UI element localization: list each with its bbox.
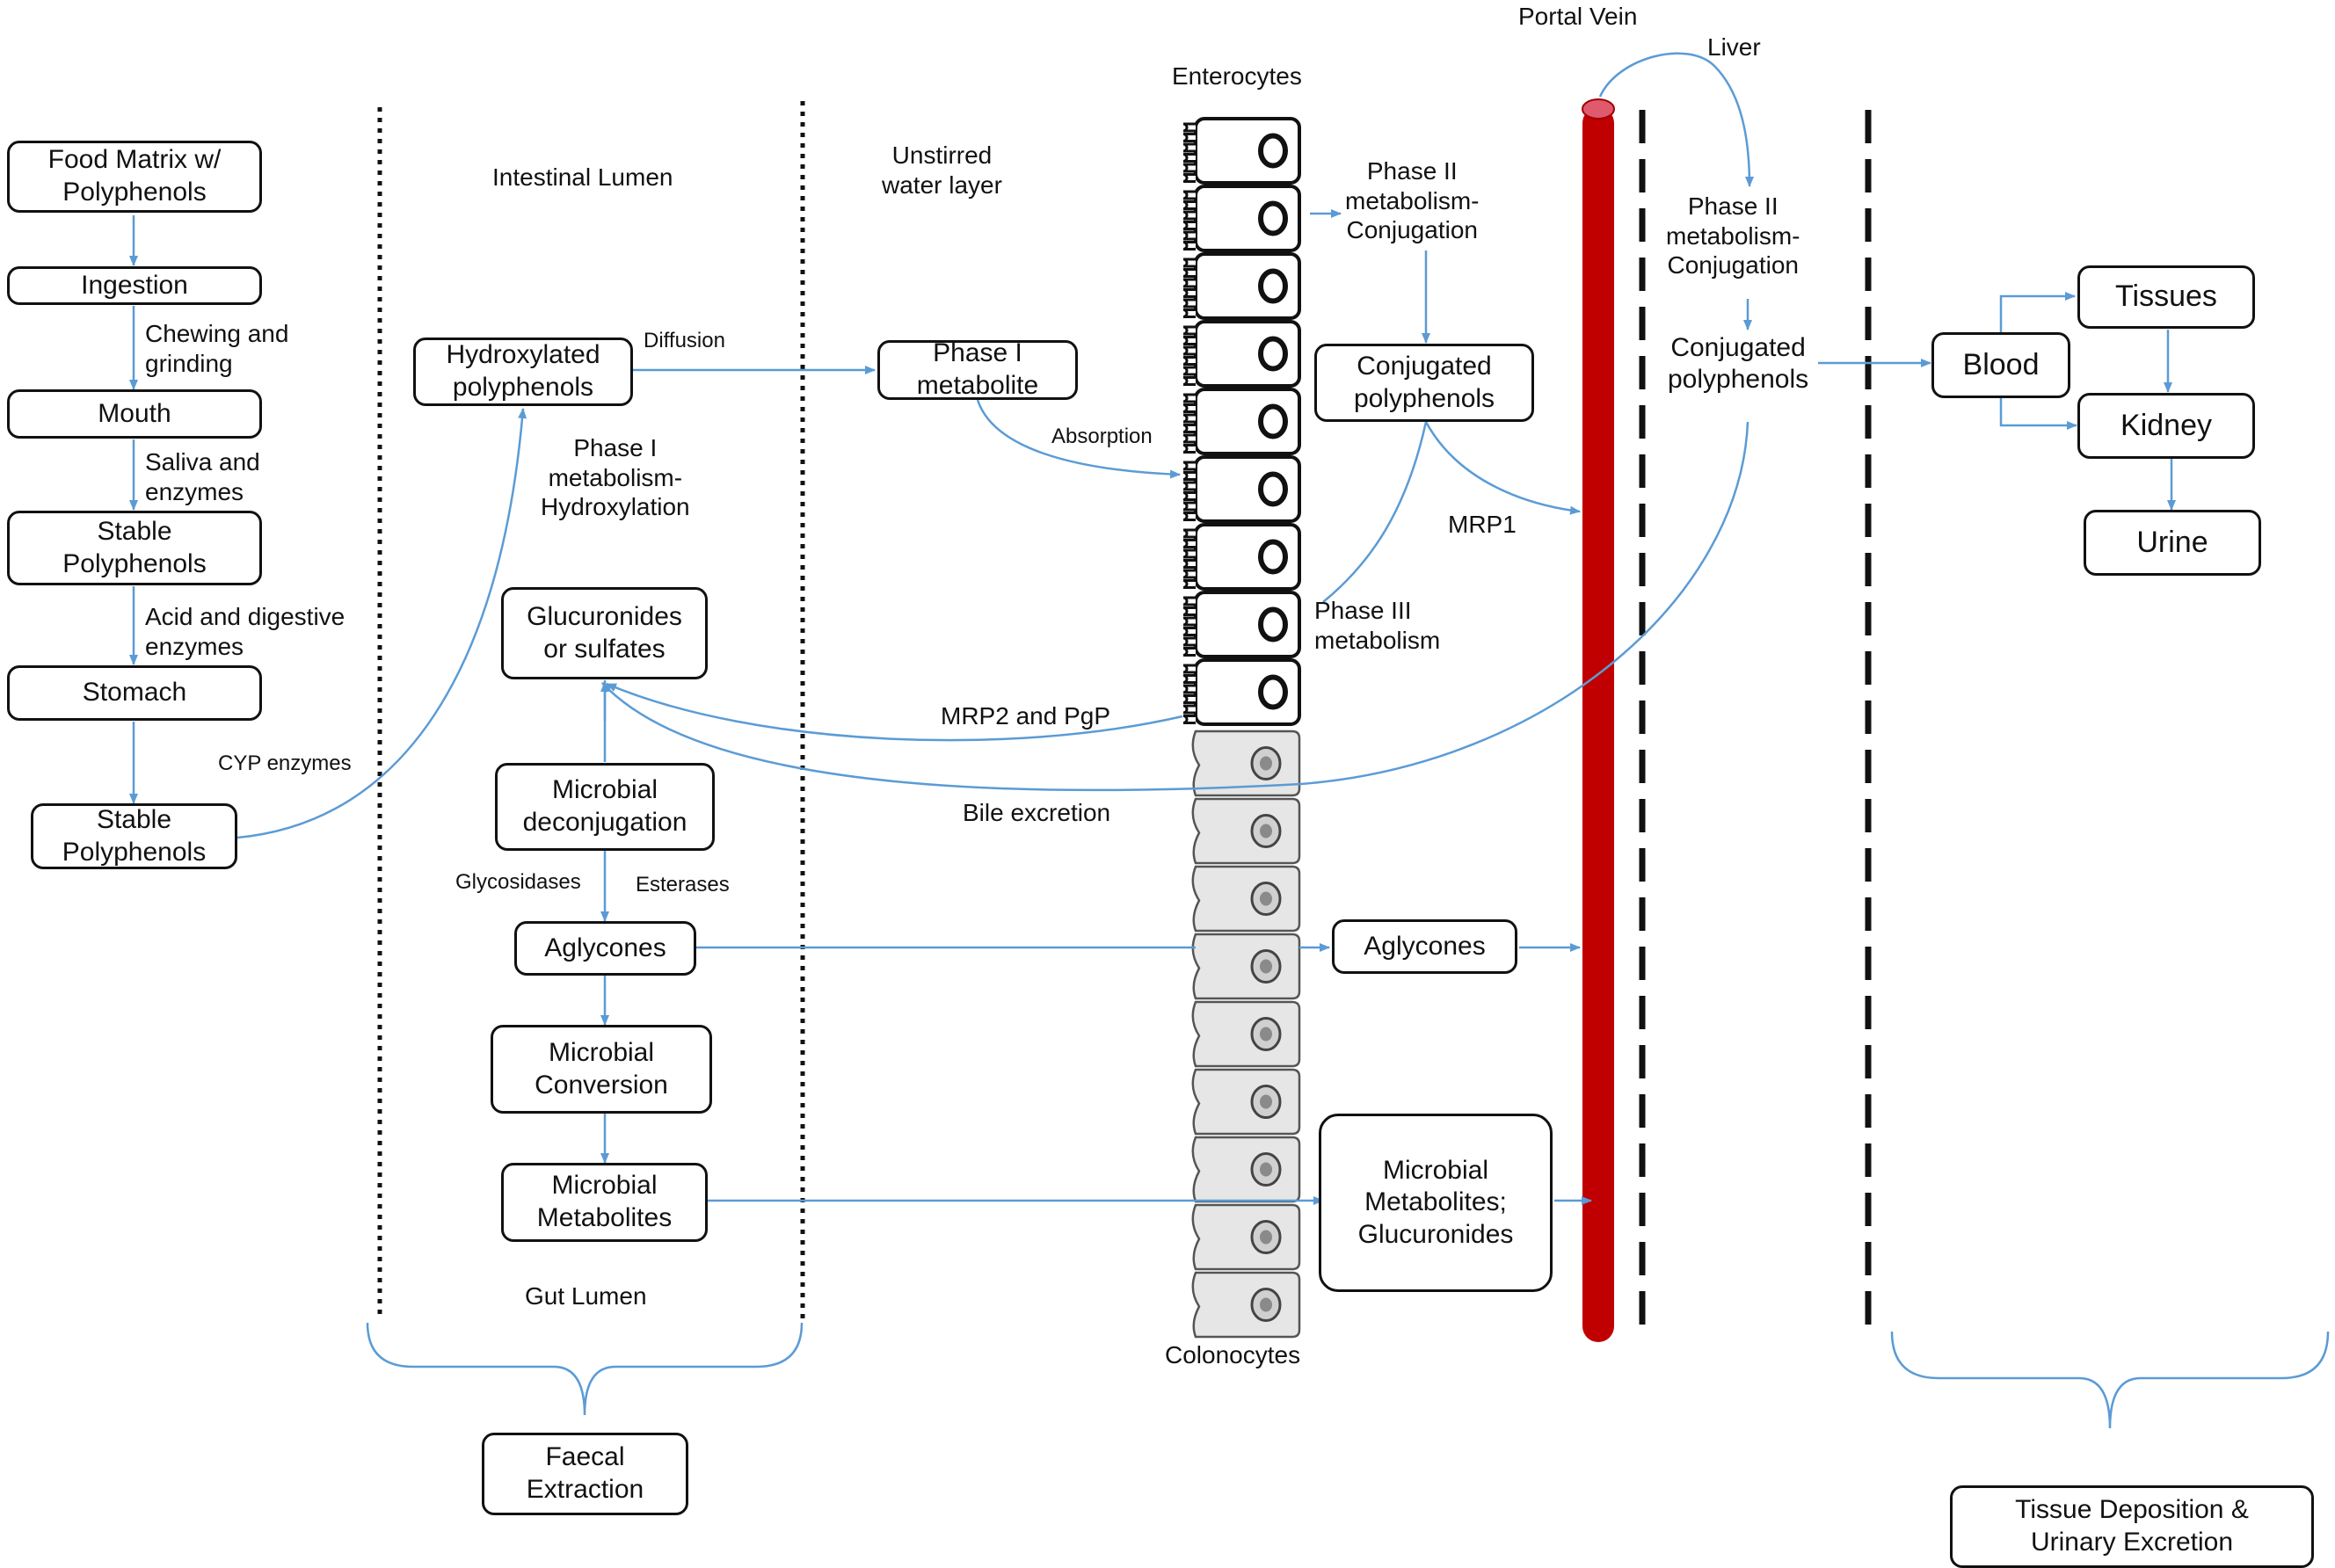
enterocyte-cell: [1182, 523, 1301, 591]
enterocytes-label: Enterocytes: [1172, 62, 1302, 90]
aglycones-right-box: Aglycones: [1332, 919, 1517, 974]
esterases-label: Esterases: [636, 873, 730, 897]
enterocyte-cell: [1182, 252, 1301, 320]
bile-excretion-label: Bile excretion: [963, 799, 1111, 826]
colonocyte-cell: [1191, 1068, 1301, 1136]
enterocyte-nucleus: [1258, 133, 1288, 169]
enterocyte-nucleus: [1258, 539, 1288, 575]
flow-arrows: [129, 52, 2176, 1205]
arrow-mrp2-pgp: [606, 682, 1183, 742]
enterocyte-cell: [1182, 117, 1301, 185]
portal-vein-label: Portal Vein: [1518, 3, 1638, 30]
microbial-metabolites-box: Microbial Metabolites: [501, 1163, 708, 1242]
colonocyte-cell: [1191, 797, 1301, 865]
unstirred-water-layer-label: Unstirred water layer: [882, 142, 1002, 199]
ingestion-box: Ingestion: [7, 266, 262, 305]
phase3-label: Phase III metabolism: [1314, 597, 1441, 654]
absorption-label: Absorption: [1051, 425, 1153, 448]
cyp-label: CYP enzymes: [218, 751, 352, 775]
enterocyte-nucleus: [1258, 471, 1288, 507]
enterocyte-nucleus: [1258, 268, 1288, 304]
excretion-brace: [1890, 1331, 2330, 1429]
glycosidases-label: Glycosidases: [455, 870, 581, 894]
arrow-absorption: [976, 399, 1181, 479]
colonocyte-cell: [1191, 933, 1301, 1000]
enterocyte-nucleus: [1258, 606, 1288, 642]
phase2-conjugation-label-left: Phase II metabolism- Conjugation: [1345, 157, 1480, 244]
saliva-label: Saliva and enzymes: [145, 448, 260, 505]
stable-polyphenols-box-2: Stable Polyphenols: [31, 803, 237, 869]
arrow-blood-to-kidney: [1999, 397, 2077, 430]
microbial-metabolites-glucuronides-box: Microbial Metabolites; Glucuronides: [1319, 1114, 1553, 1292]
arrow-bile-excretion: [601, 421, 1749, 792]
conjugated-polyphenols-box: Conjugated polyphenols: [1314, 344, 1534, 422]
colonocyte-cell: [1191, 865, 1301, 933]
enterocyte-nucleus: [1258, 674, 1288, 710]
intestinal-epithelium: [1182, 117, 1301, 1339]
arrow-blood-to-tissues: [1999, 292, 2076, 332]
conjugated-polyphenols-liver-label: Conjugated polyphenols: [1668, 333, 1809, 394]
stomach-box: Stomach: [7, 665, 262, 721]
food-matrix-box: Food Matrix w/ Polyphenols: [7, 141, 262, 213]
blood-box: Blood: [1931, 332, 2070, 398]
line-phase3: [1322, 421, 1428, 603]
gut-lumen-label: Gut Lumen: [525, 1282, 647, 1310]
hydroxylated-polyphenols-box: Hydroxylated polyphenols: [413, 338, 633, 406]
colonocyte-cell: [1191, 730, 1301, 797]
stable-polyphenols-box-1: Stable Polyphenols: [7, 511, 262, 585]
colonocyte-cell: [1191, 1271, 1301, 1339]
enterocyte-cell: [1182, 455, 1301, 523]
enterocyte-nucleus: [1258, 200, 1288, 236]
enterocyte-nucleus: [1258, 336, 1288, 372]
phase1-metabolite-box: Phase I metabolite: [877, 338, 1078, 400]
phase2-conjugation-label-right: Phase II metabolism- Conjugation: [1666, 192, 1800, 279]
mrp2-pgp-label: MRP2 and PgP: [941, 702, 1110, 730]
mouth-box: Mouth: [7, 389, 262, 439]
kidney-box: Kidney: [2077, 393, 2255, 459]
glucuronides-sulfates-box: Glucuronides or sulfates: [501, 587, 708, 679]
diffusion-label: Diffusion: [644, 329, 725, 352]
enterocyte-cell: [1182, 658, 1301, 726]
enterocyte-cell: [1182, 591, 1301, 658]
microbial-conversion-box: Microbial Conversion: [491, 1025, 712, 1114]
enterocyte-nucleus: [1258, 403, 1288, 439]
tissues-box: Tissues: [2077, 265, 2255, 329]
enterocyte-cell: [1182, 320, 1301, 388]
colonocyte-cell: [1191, 1000, 1301, 1068]
arrow-liver: [1598, 52, 1754, 187]
intestinal-lumen-label: Intestinal Lumen: [492, 163, 673, 191]
mrp1-label: MRP1: [1448, 511, 1517, 538]
colonocyte-cell: [1191, 1136, 1301, 1203]
phase1-hydroxylation-label: Phase I metabolism- Hydroxylation: [541, 434, 690, 521]
faecal-brace: [366, 1322, 804, 1416]
liver-label: Liver: [1707, 33, 1761, 61]
portal-vein: [1582, 98, 1615, 1342]
aglycones-lumen-box: Aglycones: [514, 921, 696, 976]
urine-box: Urine: [2084, 510, 2261, 576]
arrow-mrp1: [1424, 421, 1581, 515]
tissue-deposition-box: Tissue Deposition & Urinary Excretion: [1950, 1485, 2314, 1568]
colonocytes-label: Colonocytes: [1165, 1341, 1301, 1368]
microbial-deconjugation-box: Microbial deconjugation: [495, 763, 715, 851]
acid-label: Acid and digestive enzymes: [145, 603, 346, 660]
enterocyte-cell: [1182, 185, 1301, 252]
colonocyte-cell: [1191, 1203, 1301, 1271]
enterocyte-cell: [1182, 388, 1301, 455]
chewing-label: Chewing and grinding: [145, 320, 289, 377]
faecal-extraction-box: Faecal Extraction: [482, 1433, 688, 1515]
polyphenol-metabolism-diagram: [129, 52, 2330, 1429]
arrow-stable2-to-hydroxylated: [236, 408, 527, 839]
